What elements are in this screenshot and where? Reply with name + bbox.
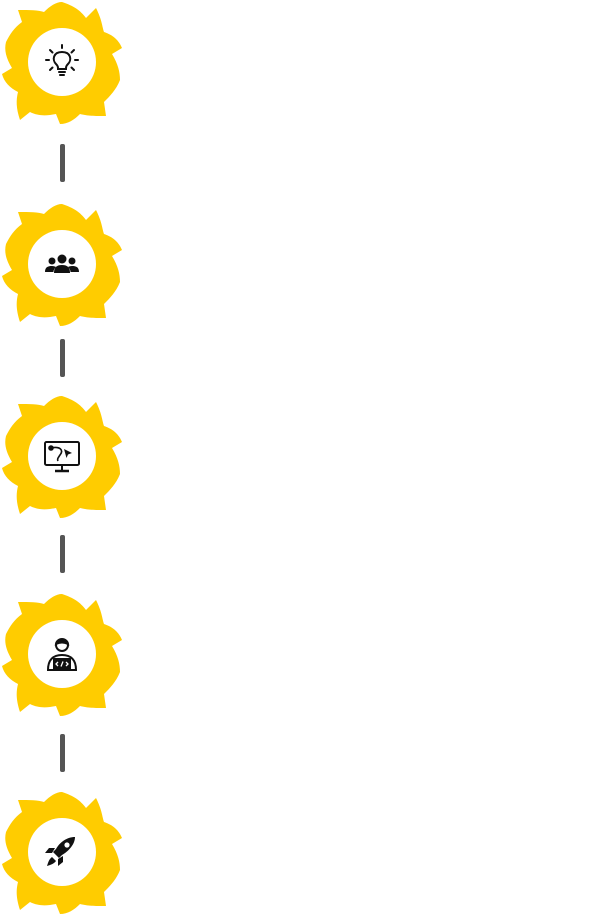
step-idea — [0, 0, 124, 124]
connector-line — [60, 339, 65, 377]
step-team — [0, 202, 124, 326]
monitor-path-icon — [44, 441, 80, 473]
step-develop — [0, 592, 124, 716]
team-icon — [45, 254, 79, 273]
rocket-icon — [45, 837, 75, 866]
connector-line — [60, 734, 65, 772]
lightbulb-icon — [45, 44, 79, 76]
step-design — [0, 394, 124, 518]
step-launch — [0, 790, 124, 914]
connector-line — [60, 144, 65, 182]
connector-line — [60, 535, 65, 573]
developer-laptop-icon — [46, 638, 78, 671]
